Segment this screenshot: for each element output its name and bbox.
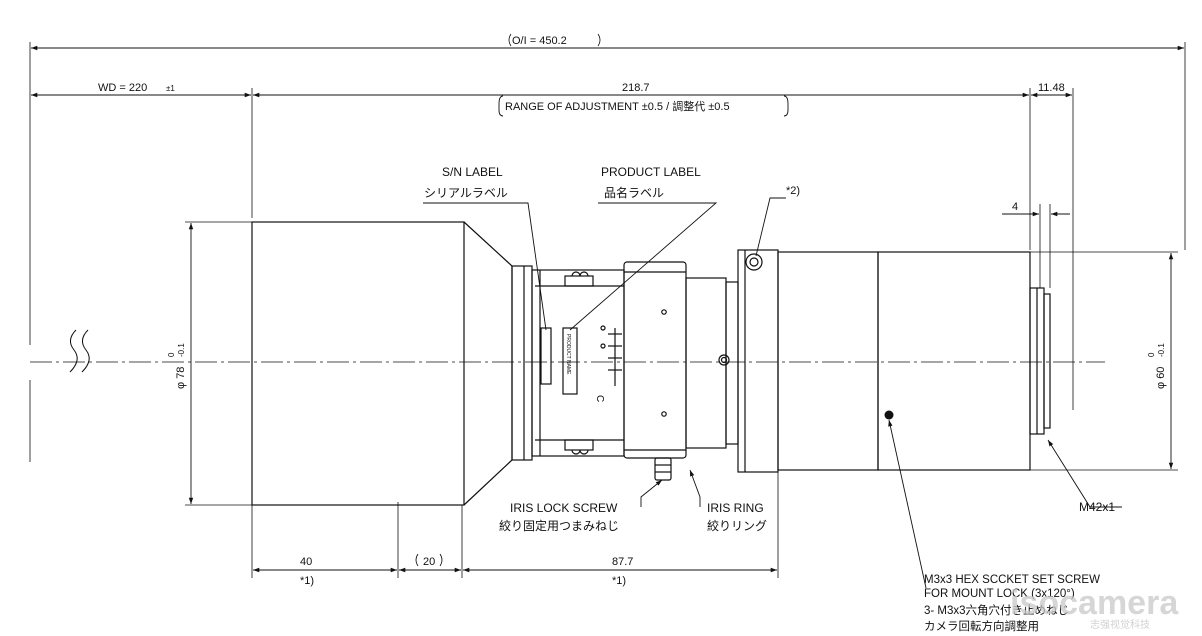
note-2: *2) [786,185,800,197]
note-1b: *1) [612,575,626,587]
watermark-sub: 志强视觉科技 [1090,618,1150,631]
dim-dia60-tol-up: 0 [1147,352,1156,357]
dim-wd: WD = 220 [98,82,147,94]
dim-20: 20 [423,556,435,568]
dim-wd-tol: ±1 [166,84,175,93]
iris-ring [623,261,687,459]
product-label-jp: 品名ラベル [604,185,664,200]
leader-lines [423,197,1122,589]
hex-line-2: FOR MOUNT LOCK (3x120°) [924,588,1075,600]
dim-adjustment: RANGE OF ADJUSTMENT ±0.5 / 調整代 ±0.5 [505,99,730,113]
iris-ring-jp: 絞りリング [707,518,767,533]
dim-40: 40 [300,556,312,568]
iris-lock-jp: 絞り固定用つまみねじ [499,518,619,533]
dim-dia78: φ 78 [175,367,187,389]
sn-label-rect [540,327,552,385]
dim-main: 218.7 [622,82,650,94]
break-mark [69,329,90,373]
watermark: isocamera 志强视觉科技 [1010,584,1179,631]
product-label-en: PRODUCT LABEL [601,165,701,179]
hex-line-1: M3x3 HEX SCCKET SET SCREW [924,574,1100,586]
dim-dia60: φ 60 [1155,367,1167,389]
iris-ring-en: IRIS RING [707,501,764,515]
extension-lines [29,42,1186,578]
dimension-text: O/I = 450.2 WD = 220 ±1 218.7 RANGE OF A… [98,33,1167,587]
product-name-small: PRODUCT NAME [565,334,571,375]
front-barrel [251,221,465,506]
dim-dia78-tol-up: 0 [167,352,176,357]
sn-label-jp: シリアルラベル [424,186,508,200]
watermark-brand: isocamera [1010,584,1179,622]
dim-dia60-tol-low: -0.1 [1157,343,1166,357]
ring-c: C [594,395,605,402]
hex-line-4: カメラ回転方向調整用 [924,619,1039,633]
mount-label: M42x1 [1079,500,1115,514]
rear-barrel [777,251,879,471]
note-1a: *1) [300,575,314,587]
hex-line-3: 3- M3x3六角穴付き止めねじ [924,603,1069,617]
sn-label-en: S/N LABEL [442,165,503,179]
lens-body [251,221,1051,506]
dim-877: 87.7 [612,556,633,568]
product-label-rect [562,327,578,395]
adjust-collar [737,249,779,473]
iris-lock-screw [654,457,672,481]
dim-four: 4 [1012,201,1018,213]
callout-text: S/N LABEL シリアルラベル PRODUCT LABEL 品名ラベル PR… [424,165,1115,633]
taper-section [463,221,513,506]
front-ring [511,265,533,461]
dim-back: 11.48 [1038,82,1065,94]
dim-dia78-tol-low: -0.1 [177,343,186,357]
mid-barrel [531,269,625,457]
dimension-lines [30,45,1184,573]
set-screw-dot [884,410,894,420]
iris-lock-en: IRIS LOCK SCREW [510,501,618,515]
dim-overall: O/I = 450.2 [512,35,567,47]
